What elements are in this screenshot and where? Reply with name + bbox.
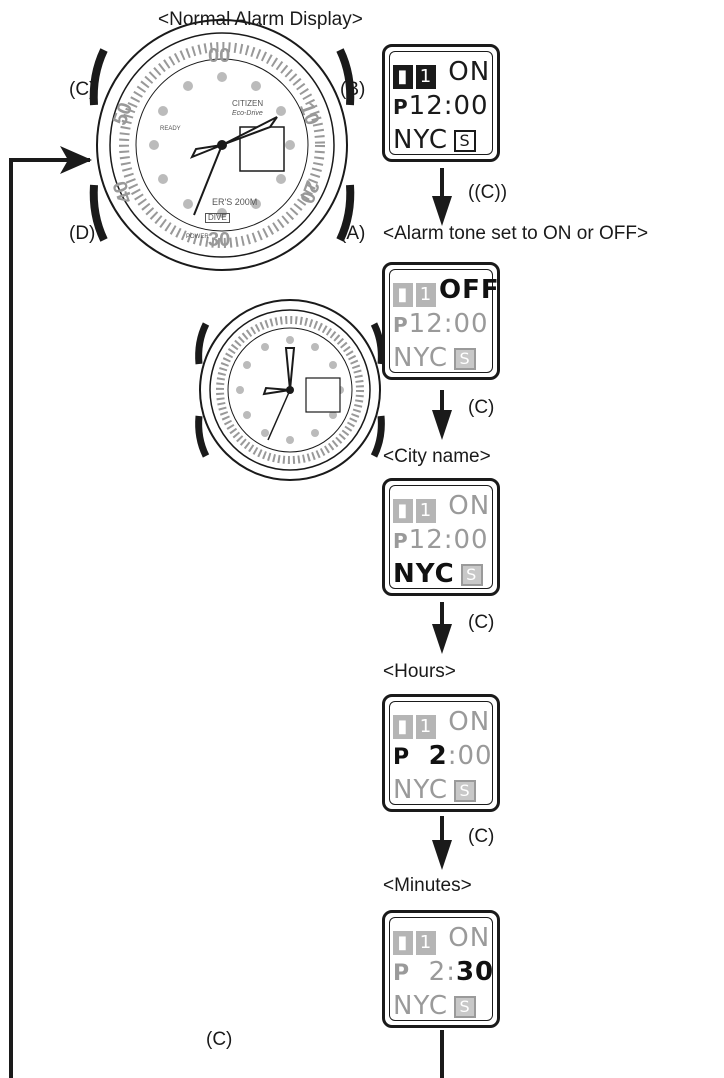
arrow-label-step2: (C) <box>468 397 495 418</box>
alarm-number: 1 <box>416 65 436 89</box>
watch-brand: CITIZEN <box>232 99 264 108</box>
alarm-number: 1 <box>416 715 436 739</box>
title-hours: <Hours> <box>383 661 456 682</box>
minutes: 00 <box>457 741 493 771</box>
title-city: <City name> <box>383 446 491 467</box>
alarm-icon: ▮ <box>393 715 413 739</box>
arrow-label-step3: (C) <box>468 612 495 633</box>
ampm: P <box>393 745 411 770</box>
watch-model: ER'S 200M <box>212 197 258 207</box>
button-c-label: (C) <box>69 79 96 100</box>
s-indicator: S <box>454 130 477 152</box>
alarm-time: 12:00 <box>408 525 489 555</box>
button-b-label: (B) <box>340 79 366 100</box>
city: NYC <box>393 559 455 589</box>
minutes: 30 <box>455 957 495 987</box>
alarm-state: ON <box>448 923 491 953</box>
alarm-number: 1 <box>416 499 436 523</box>
alarm-time: 12:00 <box>408 309 489 339</box>
ampm: P <box>393 529 409 553</box>
ampm: P <box>393 961 411 986</box>
colon: : <box>447 741 458 771</box>
alarm-number: 1 <box>416 931 436 955</box>
watch-dive: DIVE <box>205 213 230 223</box>
alarm-icon: ▮ <box>393 65 413 89</box>
hours: 2 <box>428 741 448 771</box>
city: NYC <box>393 343 449 373</box>
alarm-number: 1 <box>416 283 436 307</box>
arrow-label-step1: ((C)) <box>468 182 508 203</box>
title-tone: <Alarm tone set to ON or OFF> <box>383 223 649 244</box>
s-indicator: S <box>454 348 477 370</box>
s-indicator: S <box>454 780 477 802</box>
alarm-icon: ▮ <box>393 931 413 955</box>
watch-ready: READY <box>160 126 181 132</box>
city: NYC <box>393 991 449 1021</box>
watch-power: POWER <box>186 234 209 240</box>
bezel-bottom: 30 <box>208 229 231 251</box>
alarm-time: 12:00 <box>408 91 489 121</box>
button-d-label: (D) <box>69 223 96 244</box>
ampm: P <box>393 313 409 337</box>
return-loop-line <box>9 158 90 1078</box>
watch-sub: Eco-Drive <box>232 110 263 117</box>
arrow-label-step4: (C) <box>468 826 495 847</box>
return-arrowhead <box>60 146 92 174</box>
s-indicator: S <box>460 564 483 586</box>
alarm-state: ON <box>448 57 491 87</box>
ampm: P <box>393 95 409 119</box>
alarm-state: ON <box>448 491 491 521</box>
city: NYC <box>393 775 449 805</box>
title-minutes: <Minutes> <box>383 875 472 896</box>
alarm-icon: ▮ <box>393 499 413 523</box>
alarm-state: ON <box>448 707 491 737</box>
alarm-icon: ▮ <box>393 283 413 307</box>
button-a-label: (A) <box>340 223 366 244</box>
city: NYC <box>393 125 449 155</box>
alarm-state: OFF <box>439 275 500 305</box>
colon: : <box>446 957 456 987</box>
title-normal: <Normal Alarm Display> <box>158 9 363 30</box>
arrow-label-return: (C) <box>206 1029 233 1050</box>
s-indicator: S <box>454 996 477 1018</box>
bezel-top: 00 <box>208 45 231 67</box>
hours: 2 <box>428 957 447 987</box>
